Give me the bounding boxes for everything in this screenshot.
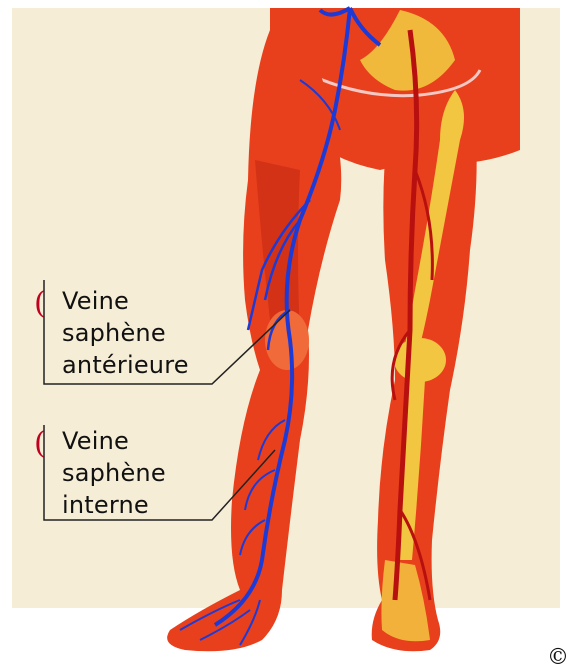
label-line: antérieure — [62, 352, 189, 378]
label-line: Veine — [62, 288, 129, 314]
crescent-icon: ( — [34, 286, 46, 321]
lower-white-area — [0, 608, 569, 668]
label-line: Veine — [62, 428, 129, 454]
label-line: saphène — [62, 320, 166, 346]
copyright-symbol: © — [547, 645, 569, 670]
label-line: saphène — [62, 460, 166, 486]
label-line: interne — [62, 492, 149, 518]
crescent-icon: ( — [34, 426, 46, 461]
